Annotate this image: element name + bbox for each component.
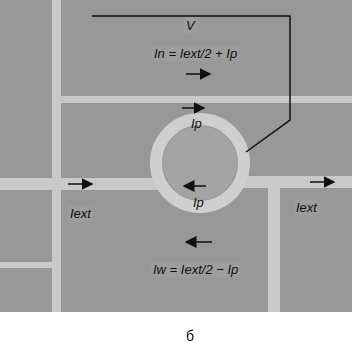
current-label: Ip bbox=[191, 117, 202, 130]
current-arrows bbox=[68, 74, 334, 242]
current-equation: In = Iext/2 + Ip bbox=[152, 46, 239, 61]
panel-letter: б bbox=[186, 329, 194, 343]
substrate bbox=[0, 0, 352, 312]
ring bbox=[156, 119, 244, 207]
voltage-lead bbox=[92, 16, 290, 152]
substrate-shade bbox=[0, 0, 352, 312]
voltage-label: V bbox=[184, 18, 197, 33]
current-equation: Iw = Iext/2 − Ip bbox=[151, 262, 240, 277]
current-label: Ip bbox=[193, 196, 204, 209]
current-label: Iext bbox=[68, 206, 93, 221]
current-label: Iext bbox=[294, 200, 319, 215]
ring-hole bbox=[163, 126, 237, 200]
wires bbox=[0, 0, 352, 312]
